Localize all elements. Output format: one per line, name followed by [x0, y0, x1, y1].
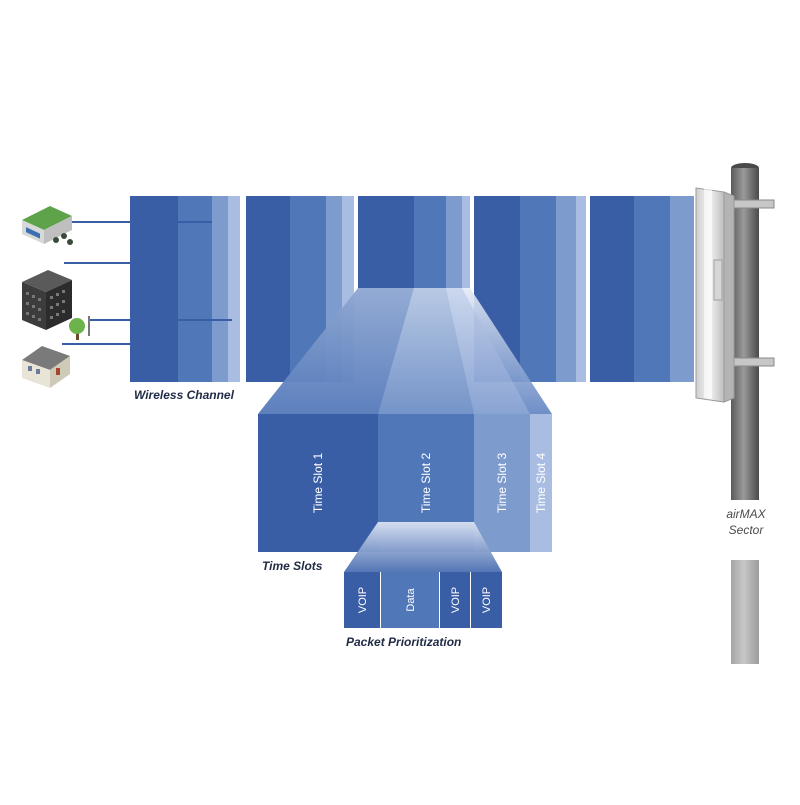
packet-1-label: VOIP — [357, 587, 369, 613]
packet-1 — [344, 572, 380, 628]
store-building-icon — [22, 206, 73, 245]
time-slot-1-label: Time Slot 1 — [311, 453, 325, 514]
time-slot-2-label: Time Slot 2 — [419, 453, 433, 514]
time-slot-3-label: Time Slot 3 — [495, 453, 509, 514]
sector-antenna-icon — [695, 163, 775, 664]
house-icon — [22, 346, 70, 388]
tree-icon — [69, 316, 90, 340]
channel-block-3 — [358, 196, 470, 288]
wireless-channel-label: Wireless Channel — [134, 388, 235, 402]
packet-4 — [471, 572, 502, 628]
channel-block-5 — [590, 196, 694, 382]
time-slots-label: Time Slots — [262, 559, 323, 573]
time-slot-4-label: Time Slot 4 — [534, 453, 548, 514]
packet-3 — [440, 572, 470, 628]
office-tower-icon — [22, 270, 72, 330]
packet-funnel — [344, 522, 502, 572]
client-links — [62, 221, 232, 345]
packet-prioritization-label: Packet Prioritization — [346, 635, 461, 649]
packet-4-label: VOIP — [481, 587, 493, 613]
sector-label-line2: Sector — [729, 523, 765, 537]
channel-block-1 — [130, 196, 240, 382]
sector-label-line1: airMAX — [726, 507, 766, 521]
time-slot-1 — [258, 414, 378, 552]
packet-2 — [381, 572, 439, 628]
time-slot-4 — [530, 414, 552, 552]
packets: VOIP Data VOIP VOIP — [344, 572, 502, 628]
slot-funnel — [258, 288, 552, 414]
channel-block-4 — [474, 196, 586, 382]
packet-3-label: VOIP — [450, 587, 462, 613]
packet-2-label: Data — [405, 588, 417, 612]
wireless-channel — [130, 196, 694, 382]
time-slot-3 — [474, 414, 530, 552]
